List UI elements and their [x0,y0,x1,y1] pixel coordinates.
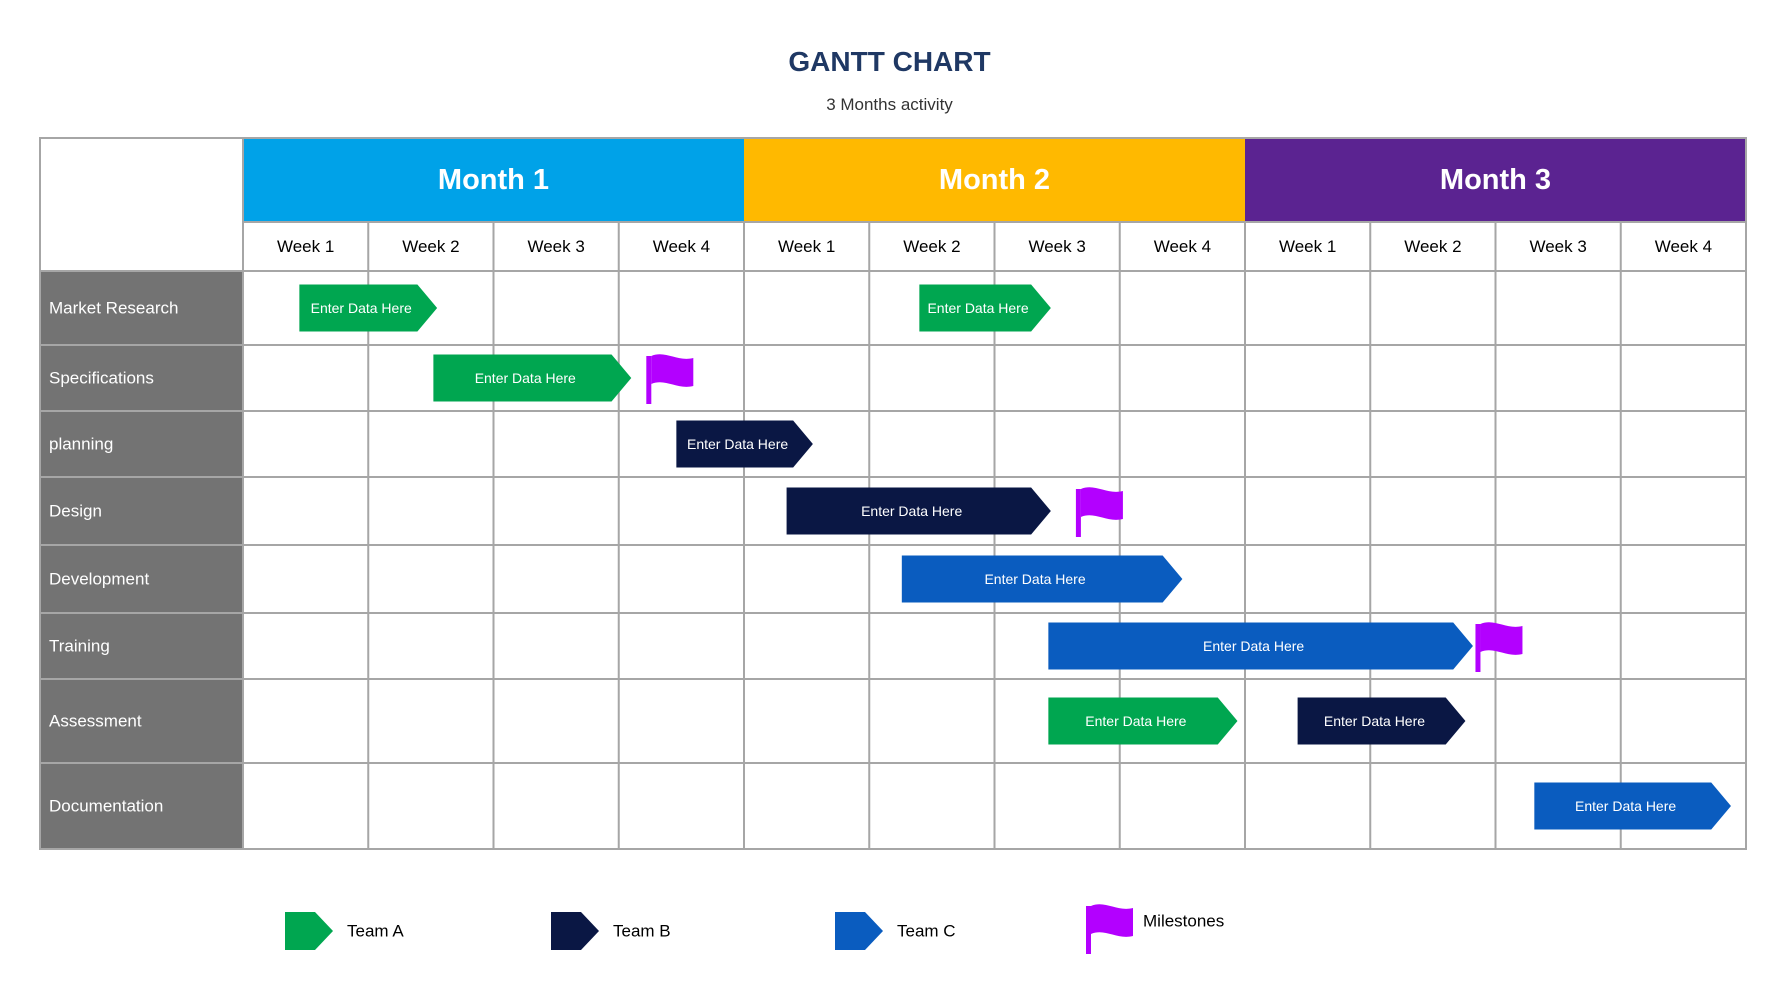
week-label: Week 1 [277,237,334,256]
task-bar-label: Enter Data Here [1575,798,1676,814]
legend-team-icon [285,912,333,950]
task-label-cell [40,613,243,679]
task-label-cell [40,345,243,411]
month-label: Month 2 [939,164,1050,196]
grid-frame [39,137,1747,850]
milestone-flag-icon [1475,622,1523,672]
task-bar[interactable] [1534,782,1731,830]
legend-label: Team A [347,922,404,941]
task-bar-label: Enter Data Here [861,503,962,519]
week-label: Week 3 [1028,237,1085,256]
task-label: Market Research [49,299,178,318]
task-bar-label: Enter Data Here [311,300,412,316]
week-label: Week 3 [1529,237,1586,256]
task-label-cell [40,679,243,763]
month-header [1245,138,1746,222]
legend-milestone-flag-icon [1086,904,1133,954]
week-label: Week 4 [653,237,710,256]
week-label: Week 4 [1154,237,1211,256]
task-bar[interactable] [786,487,1051,535]
chart-subtitle: 3 Months activity [826,95,953,114]
task-bar-label: Enter Data Here [984,571,1085,587]
task-bar[interactable] [919,284,1051,332]
legend-label: Team C [897,922,956,941]
month-label: Month 1 [438,164,549,196]
legend-label: Team B [613,922,671,941]
task-label: planning [49,435,113,454]
task-bar[interactable] [676,420,813,468]
month-header [744,138,1245,222]
task-label-cell [40,545,243,613]
task-bar[interactable] [299,284,438,332]
milestone-flag-icon [1075,487,1123,537]
task-label: Development [49,570,149,589]
task-bar[interactable] [1297,697,1466,745]
task-bar[interactable] [901,555,1183,603]
week-label: Week 3 [527,237,584,256]
legend-team-icon [835,912,883,950]
legend-team-icon [551,912,599,950]
week-label: Week 2 [402,237,459,256]
week-label: Week 1 [1279,237,1336,256]
month-label: Month 3 [1440,164,1551,196]
week-label: Week 2 [903,237,960,256]
task-label: Training [49,637,110,656]
week-label: Week 2 [1404,237,1461,256]
task-bar[interactable] [1048,697,1238,745]
task-bar-label: Enter Data Here [1203,638,1304,654]
task-label-cell [40,477,243,545]
task-label: Specifications [49,369,154,388]
task-bar-label: Enter Data Here [1085,713,1186,729]
week-label: Week 1 [778,237,835,256]
task-label: Design [49,502,102,521]
task-label: Documentation [49,797,163,816]
month-header [243,138,744,222]
milestone-flag-icon [646,354,694,404]
legend-label: Milestones [1143,912,1224,931]
task-bar-label: Enter Data Here [475,370,576,386]
chart-title: GANTT CHART [788,46,991,77]
task-bar-label: Enter Data Here [687,436,788,452]
task-bar[interactable] [433,354,632,402]
task-label-cell [40,411,243,477]
task-bar[interactable] [1048,622,1473,670]
task-label: Assessment [49,712,142,731]
task-label-cell [40,763,243,849]
task-bar-label: Enter Data Here [927,300,1028,316]
task-bar-label: Enter Data Here [1324,713,1425,729]
task-label-cell [40,271,243,345]
week-label: Week 4 [1655,237,1712,256]
